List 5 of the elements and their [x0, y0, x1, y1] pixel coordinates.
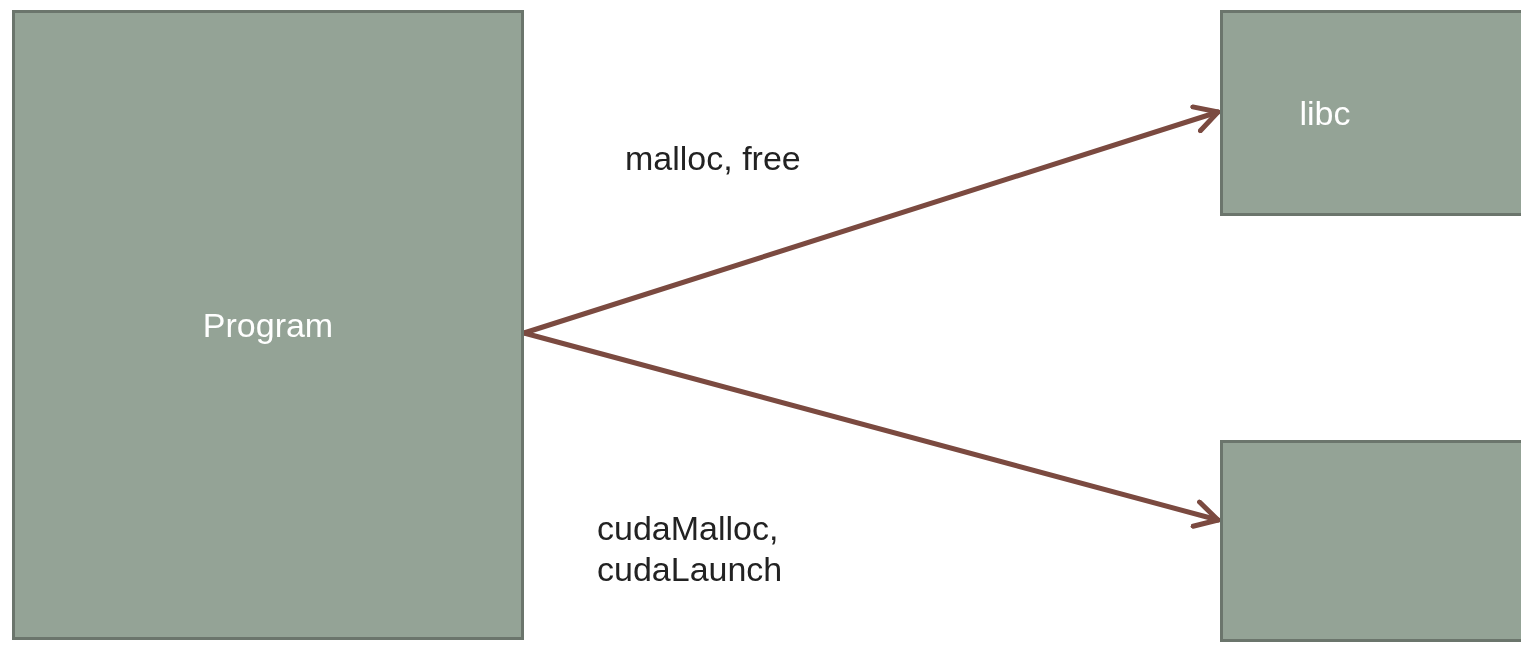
- process-box: [12, 10, 524, 640]
- node-label: Program: [202, 304, 334, 346]
- process-box: [1220, 10, 1521, 216]
- node-label: libc: [1299, 92, 1351, 134]
- empty-box: [1220, 440, 1521, 642]
